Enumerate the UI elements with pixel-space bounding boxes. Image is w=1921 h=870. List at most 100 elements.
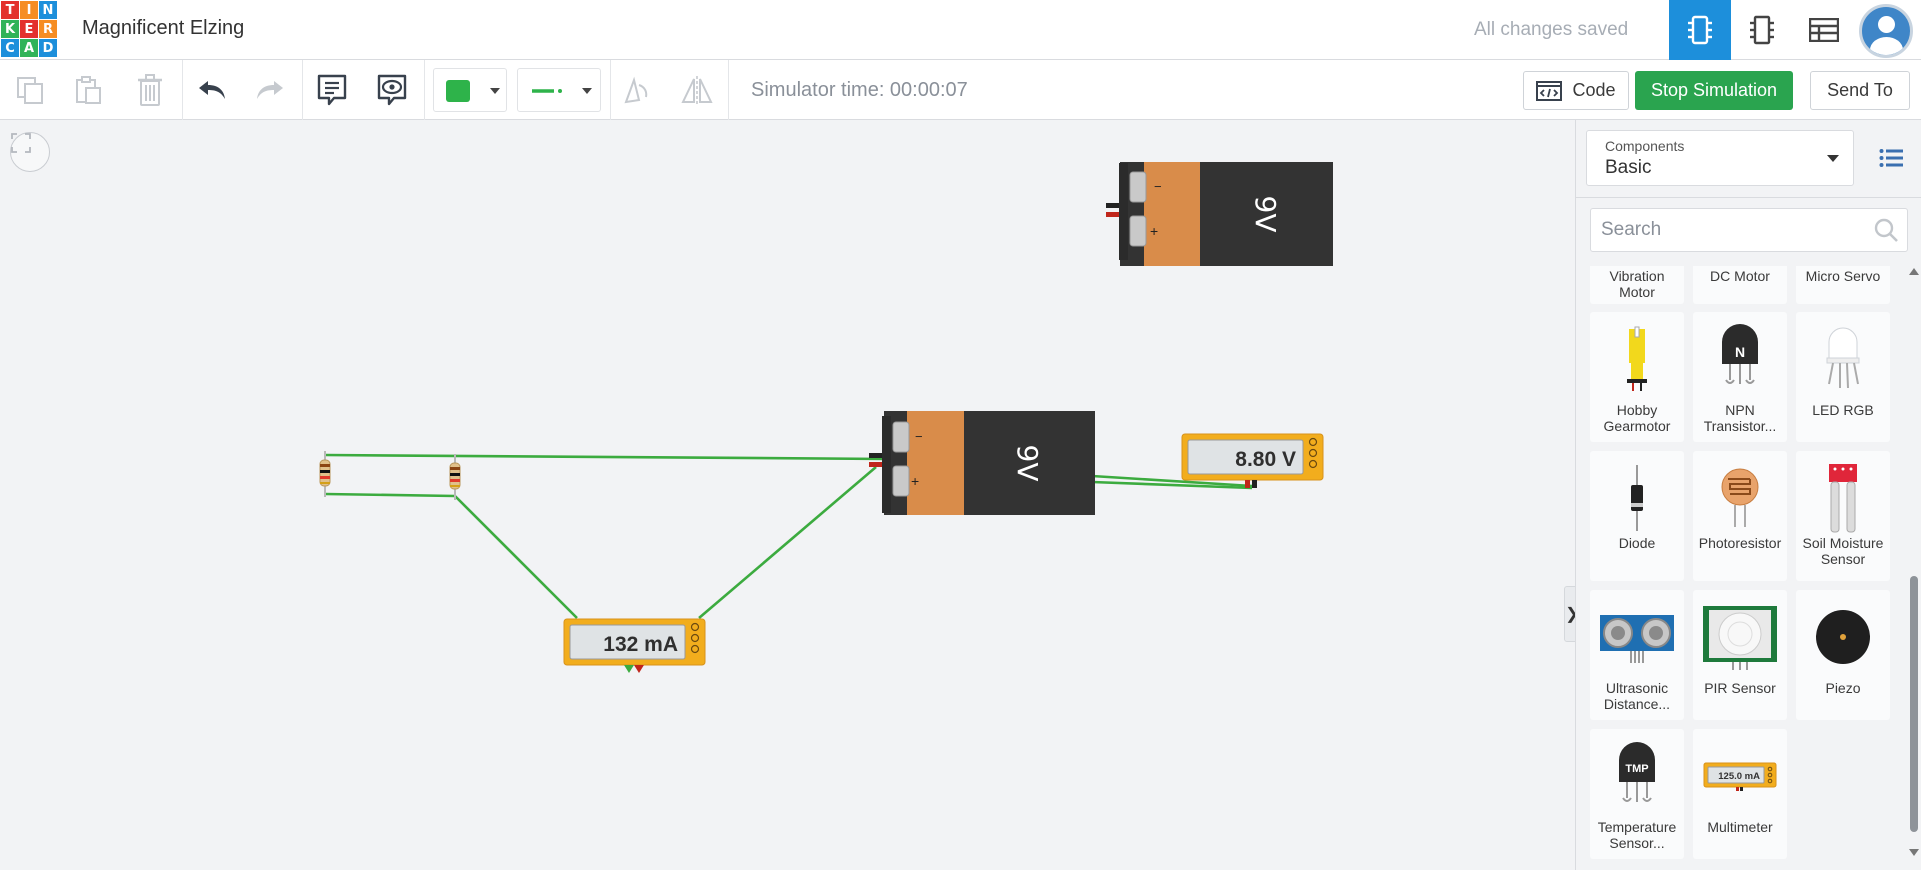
search-input[interactable] <box>1591 209 1861 251</box>
wires <box>324 453 1253 619</box>
component-list-view-button[interactable] <box>1793 0 1855 60</box>
circuit-canvas[interactable]: 9V − + 9V − + 8.80 V <box>0 120 1580 870</box>
battery-label: 9V <box>1011 445 1044 482</box>
component-label: Micro Servo <box>1805 268 1881 284</box>
scroll-up-icon[interactable] <box>1909 268 1919 275</box>
logo-letter: N <box>39 1 57 19</box>
battery-9v[interactable]: 9V − + <box>869 411 1095 515</box>
wire <box>1091 480 1253 490</box>
schematic-view-button[interactable] <box>1731 0 1793 60</box>
list-view-button[interactable] <box>1871 138 1911 178</box>
project-title[interactable]: Magnificent Elzing <box>82 17 245 39</box>
circuit-drawing: 9V − + 9V − + 8.80 V <box>319 162 1333 673</box>
pir-sensor-icon <box>1703 606 1777 670</box>
toolbar: Simulator time: 00:00:07 Code Stop Simul… <box>0 60 1921 120</box>
code-button[interactable]: Code <box>1523 71 1629 110</box>
toolbar-divider <box>182 60 183 120</box>
multimeter-voltage[interactable]: 8.80 V <box>1181 433 1324 488</box>
ammeter-reading: 132 mA <box>603 633 678 656</box>
voltmeter-reading: 8.80 V <box>1235 448 1296 471</box>
component-tile-photoresistor[interactable]: Photoresistor <box>1693 451 1787 581</box>
logo-letter: I <box>20 1 38 19</box>
component-tile-multimeter[interactable]: 125.0 mA Multimeter <box>1693 729 1787 859</box>
search-icon[interactable] <box>1873 217 1899 243</box>
stop-simulation-button[interactable]: Stop Simulation <box>1635 71 1793 110</box>
component-search <box>1590 208 1908 252</box>
logo-letter: R <box>39 20 57 38</box>
piezo-icon <box>1816 610 1870 664</box>
paste-button[interactable] <box>68 70 108 110</box>
wire <box>454 495 578 619</box>
breadboard-icon <box>1688 15 1712 45</box>
zoom-to-fit-button[interactable] <box>10 132 50 172</box>
copy-icon <box>17 77 43 104</box>
rgb-led-icon <box>1826 327 1860 389</box>
wire-type-dropdown[interactable] <box>517 68 601 112</box>
scrollbar-thumb[interactable] <box>1910 576 1918 832</box>
component-tile-dc-motor[interactable]: DC Motor <box>1693 266 1787 304</box>
table-icon <box>1809 18 1839 42</box>
scroll-down-icon[interactable] <box>1909 849 1919 856</box>
chip-icon <box>1750 15 1774 45</box>
flip-button[interactable] <box>677 70 717 110</box>
components-category-select[interactable]: Components Basic <box>1586 130 1854 186</box>
component-label: Photoresistor <box>1698 535 1782 551</box>
wire-type-icon <box>532 89 562 93</box>
battery-9v[interactable]: 9V − + <box>1106 162 1333 266</box>
multimeter-icon: 125.0 mA <box>1703 762 1777 791</box>
transistor-icon: N <box>1722 324 1758 384</box>
undo-icon <box>199 81 225 99</box>
component-tile-led-rgb[interactable]: LED RGB <box>1796 312 1890 442</box>
chevron-down-icon <box>1827 155 1839 162</box>
components-select-label: Components <box>1605 138 1685 154</box>
multimeter-current[interactable]: 132 mA <box>563 618 706 673</box>
logo-letter: T <box>1 1 19 19</box>
copy-button[interactable] <box>10 70 50 110</box>
circuit-view-button[interactable] <box>1669 0 1731 60</box>
toolbar-divider <box>302 60 303 120</box>
delete-button[interactable] <box>130 70 170 110</box>
components-scrollbar[interactable] <box>1907 266 1921 860</box>
logo-letter: D <box>39 39 57 57</box>
component-label: Piezo <box>1825 680 1861 696</box>
undo-button[interactable] <box>192 70 232 110</box>
wire-color-dropdown[interactable] <box>433 68 507 112</box>
send-to-button[interactable]: Send To <box>1810 71 1910 110</box>
eye-note-icon <box>377 74 407 106</box>
toggle-notes-button[interactable] <box>372 70 412 110</box>
component-tile-pir-sensor[interactable]: PIR Sensor <box>1693 590 1787 720</box>
resistor[interactable] <box>319 451 331 497</box>
logo-letter: A <box>20 39 38 57</box>
svg-text:TMP: TMP <box>1625 763 1648 775</box>
fit-view-icon <box>11 133 31 153</box>
resistor[interactable] <box>449 454 461 500</box>
user-avatar[interactable] <box>1859 4 1913 58</box>
svg-text:N: N <box>1735 344 1745 360</box>
redo-button[interactable] <box>250 70 290 110</box>
ultrasonic-sensor-icon <box>1600 615 1674 663</box>
component-tile-diode[interactable]: Diode <box>1590 451 1684 581</box>
photoresistor-icon <box>1721 468 1759 527</box>
component-tile-micro-servo[interactable]: Micro Servo <box>1796 266 1890 304</box>
component-tile-piezo[interactable]: Piezo <box>1796 590 1890 720</box>
toolbar-divider <box>610 60 611 120</box>
rotate-button[interactable] <box>616 70 656 110</box>
notes-button[interactable] <box>312 70 352 110</box>
gearmotor-icon <box>1627 326 1647 391</box>
battery-plus-label: + <box>1150 223 1158 239</box>
list-icon <box>1879 149 1903 167</box>
logo-letter: E <box>20 20 38 38</box>
